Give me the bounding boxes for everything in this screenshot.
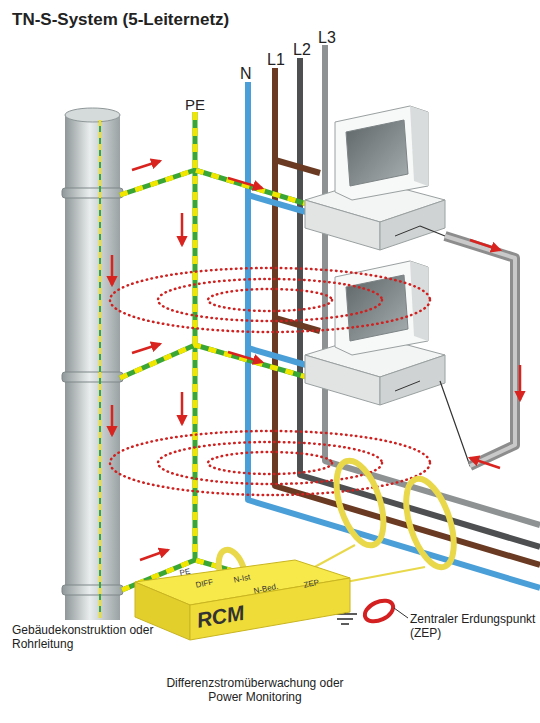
illustration-part — [99, 120, 101, 618]
illustration-part — [337, 618, 353, 620]
illustration-part — [420, 226, 515, 466]
illustration-part — [228, 352, 262, 362]
phase-wires — [248, 45, 540, 588]
conductor-label: L3 — [318, 28, 348, 47]
illustration-part — [208, 452, 332, 474]
illustration-part — [305, 261, 445, 405]
illustration-part — [341, 623, 349, 625]
illustration-part — [132, 161, 160, 170]
monitoring-label: Differenzstromüberwachung oder Power Mon… — [150, 676, 360, 705]
data-cable — [420, 226, 515, 466]
conductor-label: L1 — [267, 50, 297, 69]
conductor-label: N — [240, 64, 270, 83]
ground-label: Zentraler Erdungspunkt (ZEP) — [410, 612, 538, 641]
magnetic-field — [110, 268, 430, 495]
conductor-label: PE — [185, 96, 225, 114]
illustration-part — [110, 268, 430, 332]
illustration-part — [181, 392, 184, 424]
illustration-part — [181, 213, 184, 245]
rcm-side — [190, 578, 350, 640]
illustration-part — [397, 473, 463, 573]
illustration-part — [470, 240, 500, 250]
illustration-part — [228, 178, 262, 188]
illustration-part — [132, 344, 160, 353]
current-arrow — [112, 161, 520, 578]
zep-ring — [362, 597, 397, 626]
illustration-part — [99, 120, 101, 618]
illustration-part — [111, 405, 114, 435]
illustration-part — [158, 279, 382, 321]
illustration-part — [62, 188, 123, 198]
illustration-part — [445, 236, 515, 466]
l1-branch — [275, 160, 320, 173]
diagram-title: TN-S-System (5-Leiternetz) — [12, 10, 229, 30]
building-pipe — [62, 108, 123, 620]
illustration-part — [111, 255, 114, 285]
illustration-part — [470, 458, 500, 468]
illustration-part — [65, 108, 120, 122]
rcm-box: PEDIFFN-IstN-Bed.ZEPRCM — [135, 560, 350, 642]
illustration-part — [110, 431, 430, 495]
leader-line — [394, 608, 408, 618]
illustration-part — [327, 455, 392, 551]
illustration-part — [140, 550, 168, 560]
illustration-part — [62, 372, 123, 382]
illustration-part — [62, 585, 123, 595]
structure-label: Gebäudekonstruktion oder Rohrleitung — [12, 623, 187, 652]
n-wire — [248, 82, 540, 588]
illustration-part — [305, 106, 445, 250]
illustration-part — [519, 365, 522, 400]
rcm-box-shape — [135, 560, 350, 642]
illustration-part — [208, 289, 332, 311]
illustration-part — [445, 236, 515, 466]
